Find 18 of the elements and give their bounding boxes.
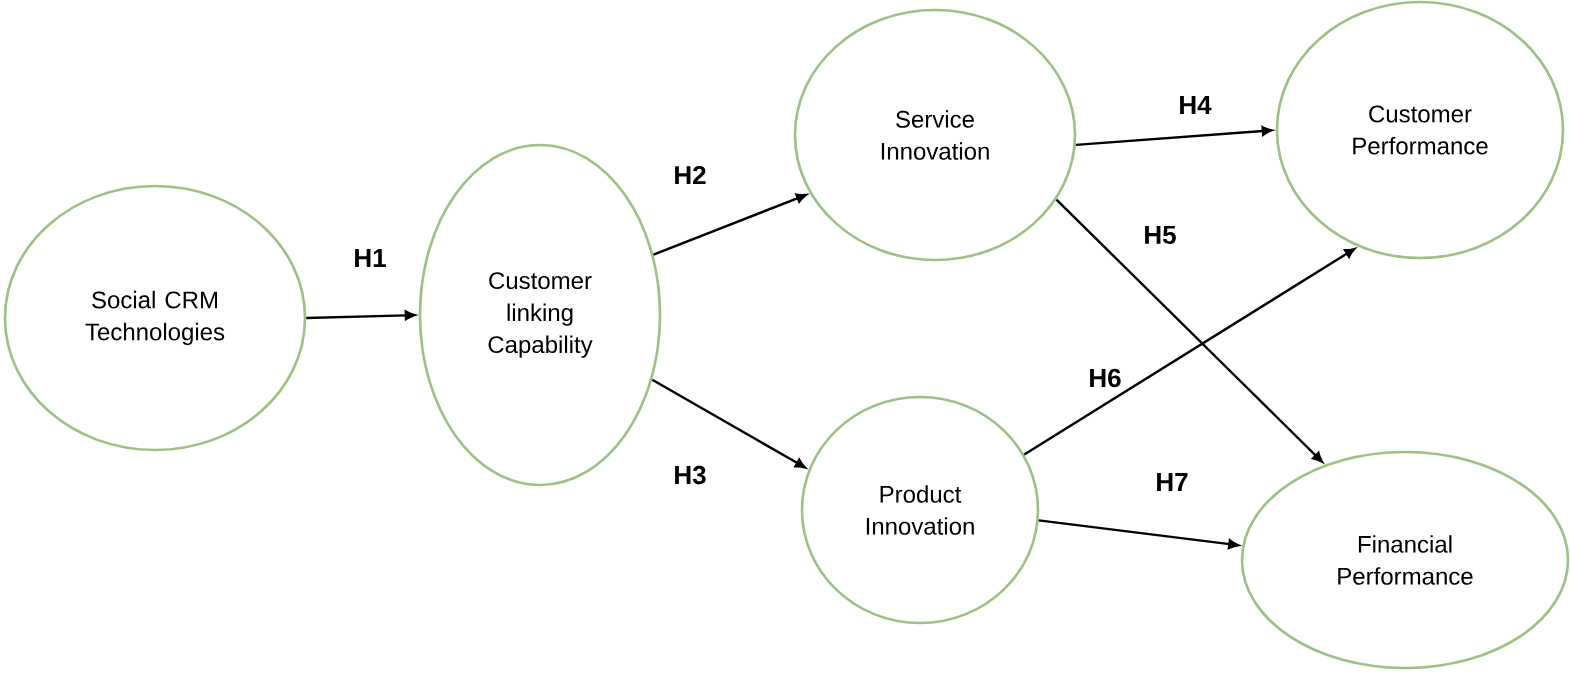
edge-label: H3: [671, 463, 709, 487]
arrow: [1075, 126, 1273, 147]
arrow: [306, 310, 416, 321]
edge-label: H4: [1176, 94, 1214, 116]
edge-label: H2: [671, 163, 709, 187]
arrow: [651, 378, 806, 469]
arrow: [1023, 247, 1356, 456]
ellipse-node: Product Innovation: [800, 395, 1040, 625]
edge-label: H7: [1153, 471, 1191, 493]
edge-label: H6: [1086, 366, 1124, 390]
ellipse-node: Customer linking Capability: [418, 143, 662, 487]
arrow: [1055, 198, 1323, 463]
edge-label: H5: [1141, 223, 1179, 247]
ellipse-node: Social CRM Technologies: [3, 184, 307, 452]
ellipse-node: Service Innovation: [793, 8, 1077, 262]
ellipse-node: Financial Performance: [1240, 450, 1570, 670]
ellipse-node: Customer Performance: [1275, 0, 1565, 260]
edge-label: H1: [351, 247, 389, 269]
